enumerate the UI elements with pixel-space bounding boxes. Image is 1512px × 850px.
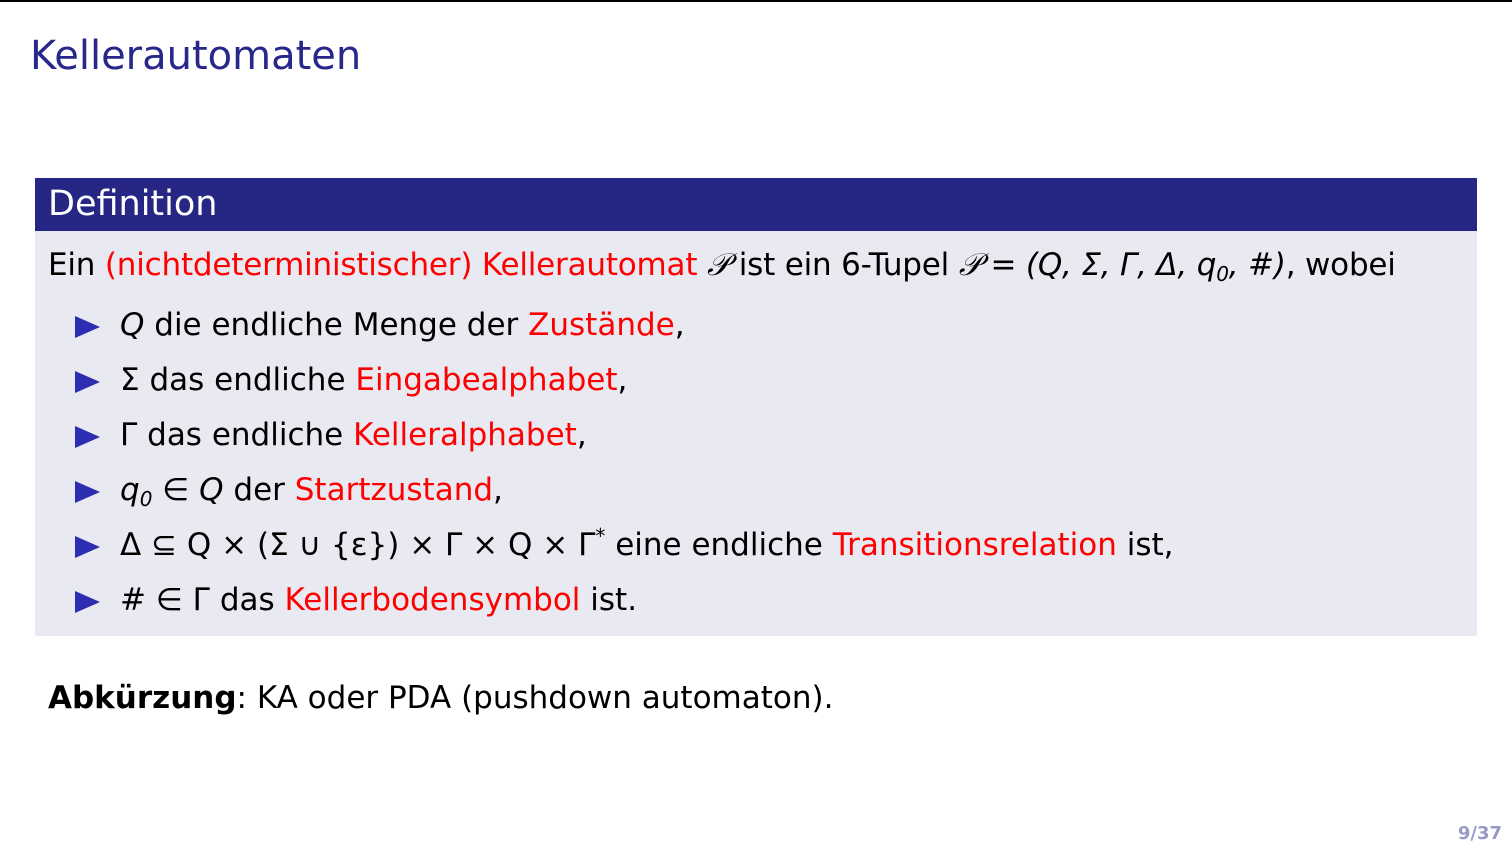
page-number: 9/37 bbox=[1458, 822, 1502, 846]
list-item: q0 ∈ Q der Startzustand, bbox=[48, 463, 1477, 518]
item-math-b: ∈ Q bbox=[152, 472, 223, 508]
item-suffix: , bbox=[675, 307, 685, 343]
top-rule bbox=[0, 0, 1512, 2]
list-item: Σ das endliche Eingabealphabet, bbox=[48, 353, 1477, 408]
abbreviation-text: : KA oder PDA (pushdown automaton). bbox=[237, 680, 834, 716]
intro-tuple-tail: , #) bbox=[1229, 247, 1286, 283]
item-math: q0 ∈ Q bbox=[120, 472, 224, 508]
intro-text-2: ist ein 6-Tupel bbox=[729, 247, 959, 283]
intro-symbol-p: 𝒫 bbox=[707, 247, 729, 283]
item-suffix: , bbox=[493, 472, 503, 508]
intro-tuple-head: 𝒫 = (Q, Σ, Γ, Δ, q bbox=[959, 247, 1217, 283]
item-text: eine endliche bbox=[605, 527, 832, 563]
list-item: # ∈ Γ das Kellerbodensymbol ist. bbox=[48, 573, 1477, 628]
item-text: der bbox=[224, 472, 295, 508]
definition-intro: Ein (nichtdeterministischer) Kellerautom… bbox=[48, 243, 1477, 287]
item-text: das endliche bbox=[140, 362, 356, 398]
item-term: Zustände bbox=[528, 307, 675, 343]
intro-text-1: Ein bbox=[48, 247, 105, 283]
slide-title: Kellerautomaten bbox=[30, 30, 361, 82]
definition-block-body: Ein (nichtdeterministischer) Kellerautom… bbox=[35, 231, 1477, 628]
abbreviation-line: Abkürzung: KA oder PDA (pushdown automat… bbox=[48, 676, 833, 720]
item-suffix: , bbox=[617, 362, 627, 398]
item-suffix: ist. bbox=[580, 582, 637, 618]
intro-space bbox=[697, 247, 707, 283]
item-math: Σ bbox=[120, 362, 140, 398]
intro-text-3: , wobei bbox=[1286, 247, 1396, 283]
item-term: Kellerbodensymbol bbox=[285, 582, 581, 618]
item-math: # ∈ Γ bbox=[120, 582, 210, 618]
item-math-sup: * bbox=[595, 524, 605, 548]
definition-list: Q die endliche Menge der Zustände, Σ das… bbox=[48, 298, 1477, 628]
list-item: Δ ⊆ Q × (Σ ∪ {ε}) × Γ × Q × Γ* eine endl… bbox=[48, 518, 1477, 573]
definition-block-title: Definition bbox=[35, 178, 1477, 231]
triangle-bullet-icon bbox=[75, 426, 100, 448]
item-math-a: Δ ⊆ Q × (Σ ∪ {ε}) × Γ × Q × Γ bbox=[120, 527, 595, 563]
item-math-sub: 0 bbox=[140, 487, 153, 511]
item-text: das bbox=[210, 582, 285, 618]
item-math: Γ bbox=[120, 417, 137, 453]
triangle-bullet-icon bbox=[75, 536, 100, 558]
intro-tuple: 𝒫 = (Q, Σ, Γ, Δ, q0, #) bbox=[959, 247, 1286, 283]
list-item: Q die endliche Menge der Zustände, bbox=[48, 298, 1477, 353]
triangle-bullet-icon bbox=[75, 316, 100, 338]
list-item: Γ das endliche Kelleralphabet, bbox=[48, 408, 1477, 463]
item-term: Kelleralphabet bbox=[353, 417, 577, 453]
item-math: Q bbox=[120, 307, 144, 343]
item-suffix: ist, bbox=[1117, 527, 1174, 563]
definition-block: Definition Ein (nichtdeterministischer) … bbox=[35, 178, 1477, 636]
item-math: Δ ⊆ Q × (Σ ∪ {ε}) × Γ × Q × Γ* bbox=[120, 527, 605, 563]
triangle-bullet-icon bbox=[75, 371, 100, 393]
item-term: Transitionsrelation bbox=[833, 527, 1117, 563]
item-suffix: , bbox=[577, 417, 587, 453]
item-term: Startzustand bbox=[295, 472, 493, 508]
intro-tuple-sub: 0 bbox=[1216, 262, 1229, 286]
intro-term: (nichtdeterministischer) Kellerautomat bbox=[105, 247, 697, 283]
triangle-bullet-icon bbox=[75, 591, 100, 613]
item-text: das endliche bbox=[137, 417, 353, 453]
item-math-a: q bbox=[120, 472, 140, 508]
item-text: die endliche Menge der bbox=[144, 307, 528, 343]
triangle-bullet-icon bbox=[75, 481, 100, 503]
item-term: Eingabealphabet bbox=[355, 362, 617, 398]
abbreviation-label: Abkürzung bbox=[48, 680, 237, 716]
